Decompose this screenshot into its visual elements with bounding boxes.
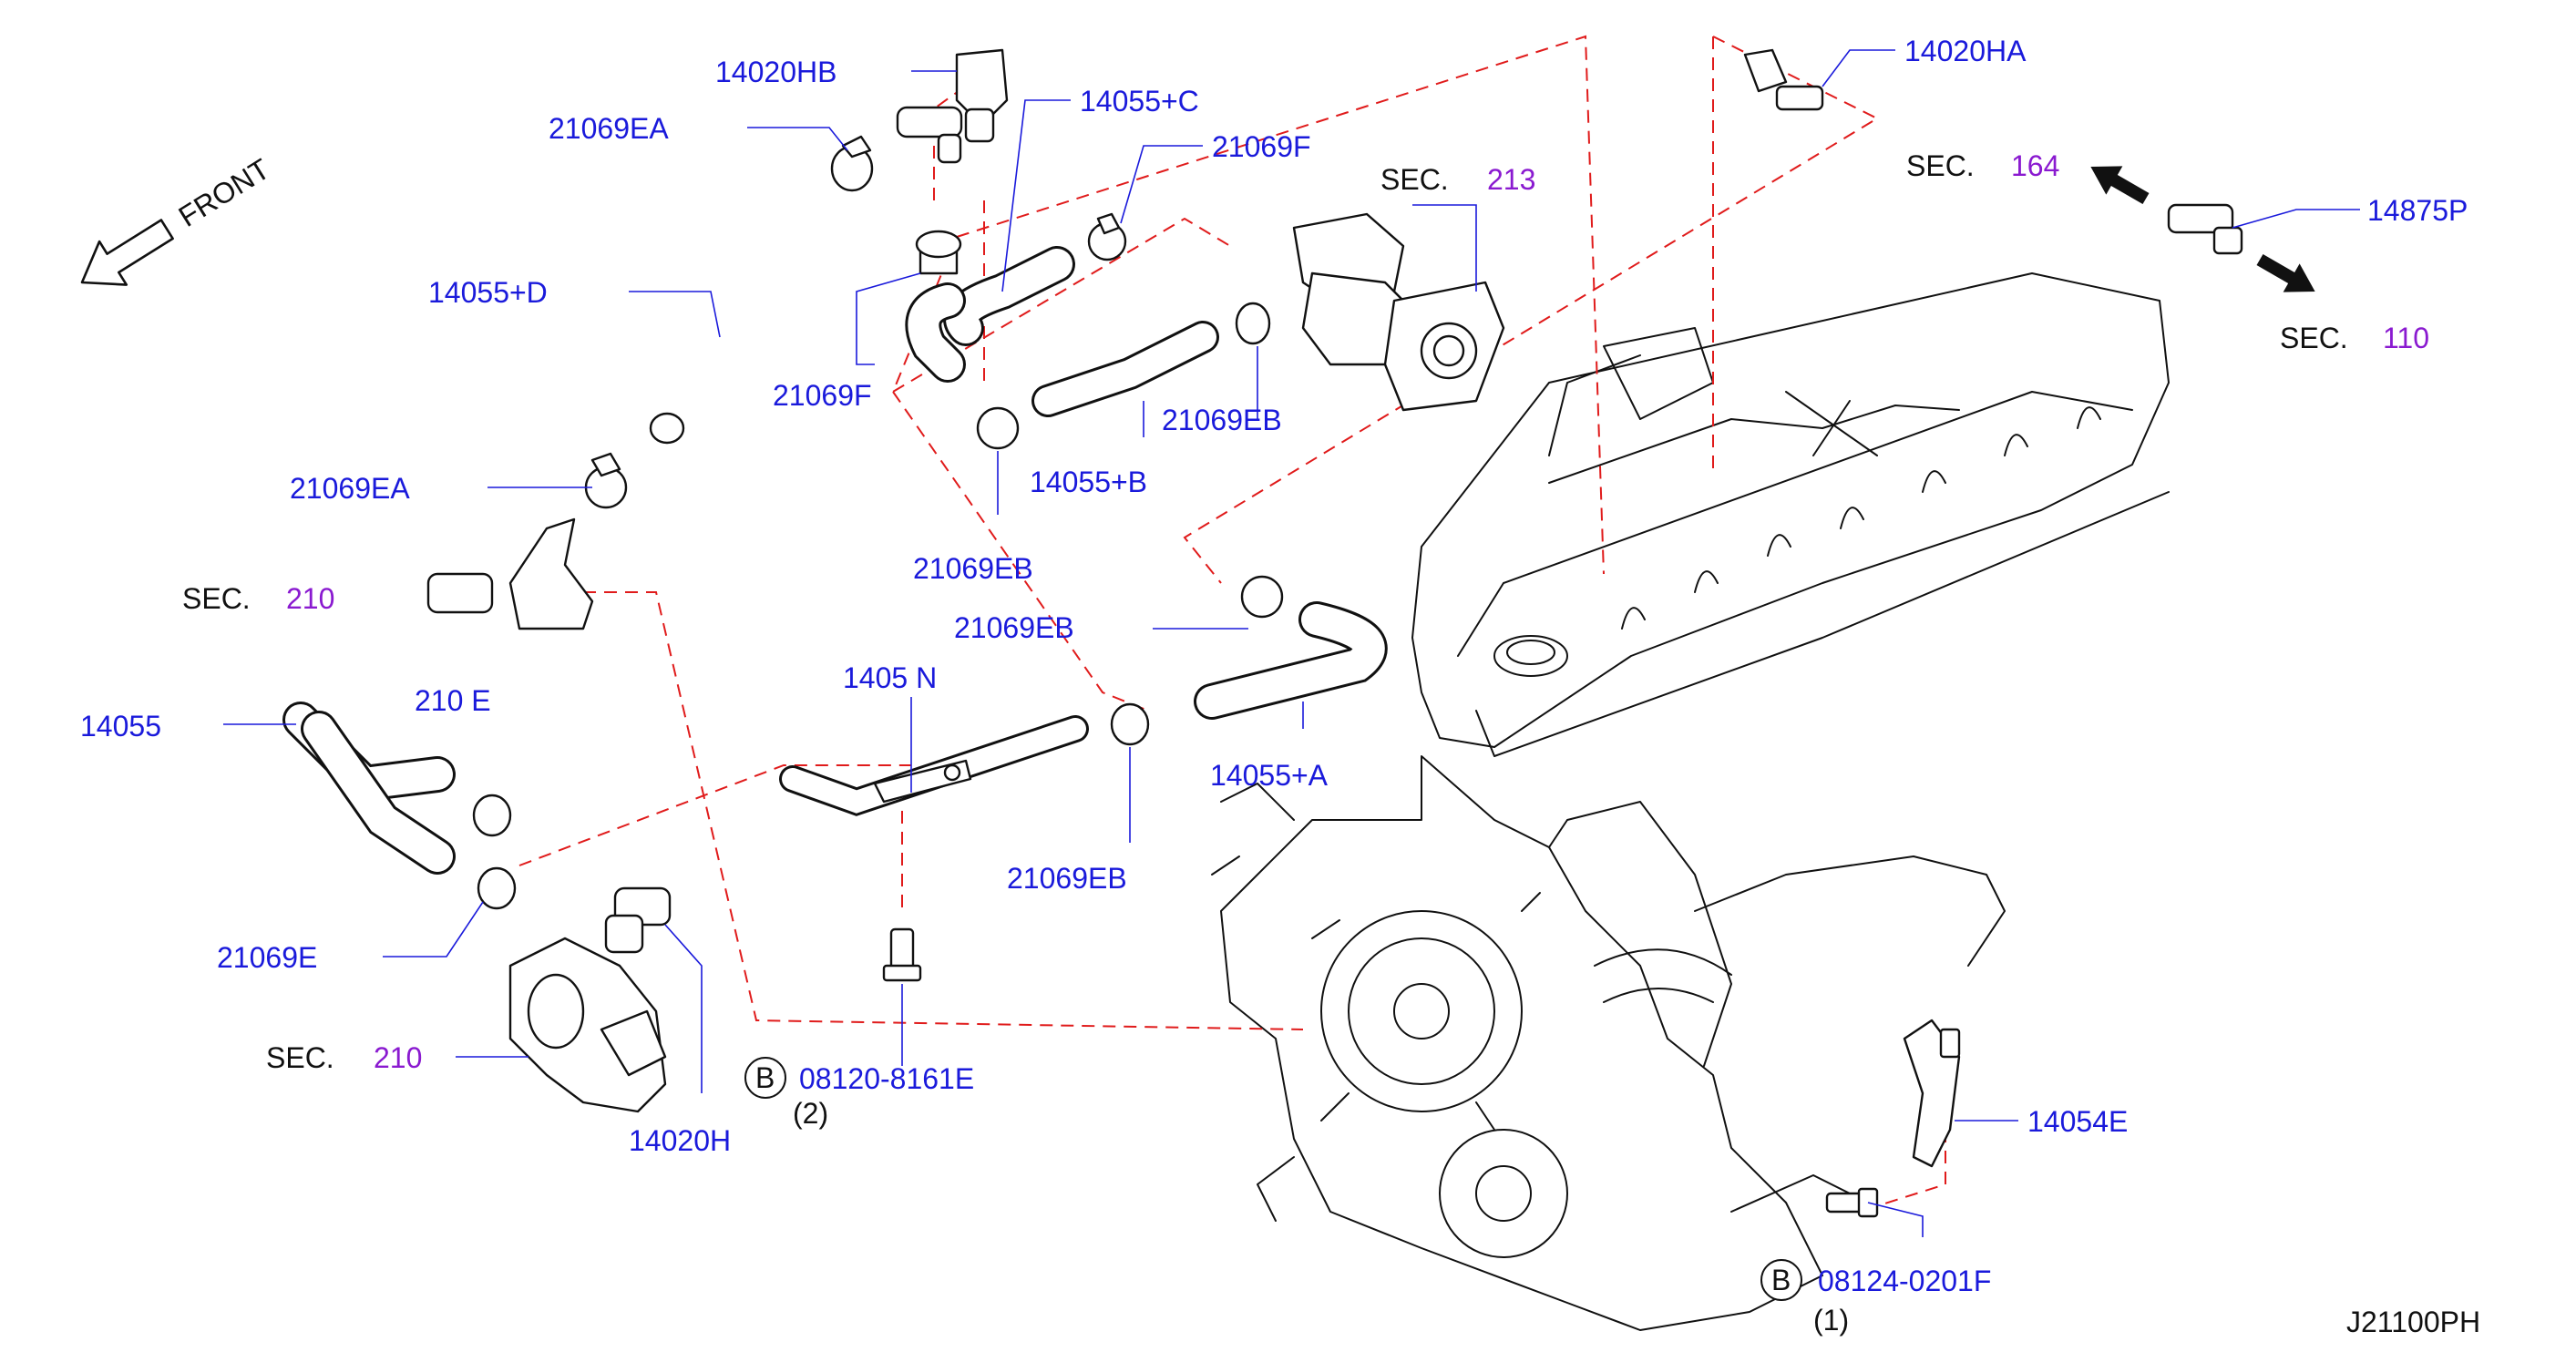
label-21069F-top[interactable]: 21069F: [1212, 130, 1311, 163]
clamp-21069F-mid: [915, 230, 962, 275]
arrow-to-sec164-icon: [2090, 166, 2150, 205]
engine-assembly: [1211, 272, 2170, 1331]
label-14055A[interactable]: 14055+A: [1210, 759, 1329, 792]
label-14055D[interactable]: 14055+D: [428, 276, 548, 309]
label-210E-partial[interactable]: 210 E: [415, 684, 491, 717]
label-1405N[interactable]: 1405 N: [843, 661, 937, 694]
hose-14055D: [648, 192, 819, 446]
label-14020HA[interactable]: 14020HA: [1904, 35, 2027, 67]
sec-213-word: SEC.: [1380, 163, 1449, 196]
housing-sec210-bottom: [508, 937, 667, 1113]
label-21069F-mid[interactable]: 21069F: [773, 379, 872, 412]
sensor-14020HA: [1743, 48, 1824, 111]
sec-210-top-word: SEC.: [182, 582, 251, 615]
label-21069EB-a[interactable]: 21069EB: [1162, 404, 1282, 436]
hose-14055C: [905, 246, 1075, 383]
sec-164-word: SEC.: [1906, 149, 1975, 182]
arrow-to-sec110-icon: [2256, 253, 2315, 292]
fitting-sec210-top: [426, 517, 594, 630]
bolt-badge-2: B: [1771, 1264, 1791, 1296]
label-14055B[interactable]: 14055+B: [1030, 466, 1147, 498]
clamp-21069EA-top: [830, 135, 874, 192]
label-14055[interactable]: 14055: [80, 710, 161, 743]
hose-14055B: [1031, 321, 1219, 417]
label-14055C[interactable]: 14055+C: [1080, 85, 1199, 118]
sec-210-top-number[interactable]: 210: [286, 582, 334, 615]
clamp-21069E: [472, 794, 517, 910]
clamp-21069EB-a: [1235, 302, 1271, 345]
bolt-08120: [882, 927, 922, 982]
label-14020HB[interactable]: 14020HB: [715, 56, 836, 88]
clamp-21069F-top: [1087, 212, 1127, 261]
label-21069EB-b[interactable]: 21069EB: [913, 552, 1033, 585]
clamp-21069EB-b: [976, 406, 1020, 450]
sec-110-number[interactable]: 110: [2383, 322, 2429, 354]
sec-210-bottom-number[interactable]: 210: [374, 1041, 422, 1074]
clamp-21069EB-d: [1110, 702, 1150, 746]
clamp-21069EB-c: [1240, 575, 1284, 619]
valve-14875P: [2167, 203, 2243, 255]
label-21069E[interactable]: 21069E: [217, 941, 317, 974]
bolt-badge-1: B: [755, 1061, 775, 1094]
sec-213-number[interactable]: 213: [1487, 163, 1535, 196]
pipe-14055N: [779, 715, 1089, 816]
front-arrow-icon: [80, 219, 174, 286]
front-label: FRONT: [173, 152, 276, 233]
label-bolt1-qty: (2): [793, 1097, 828, 1130]
label-21069EB-c[interactable]: 21069EB: [954, 611, 1074, 644]
label-14875P[interactable]: 14875P: [2367, 194, 2468, 227]
bolt-badge-circle-1: [744, 1057, 786, 1099]
label-14020H[interactable]: 14020H: [629, 1124, 731, 1157]
hose-14055-left: [282, 702, 456, 875]
clamp-21069EA-mid: [584, 452, 628, 509]
label-08124-0201F[interactable]: 08124-0201F: [1818, 1265, 1991, 1297]
bolt-badge-circle-2: [1760, 1259, 1802, 1301]
label-21069EA-mid[interactable]: 21069EA: [290, 472, 410, 505]
label-bolt2-qty: (1): [1813, 1304, 1849, 1337]
sensor-14020H: [604, 886, 672, 954]
label-21069EA-top[interactable]: 21069EA: [549, 112, 669, 145]
hose-14055A: [1194, 601, 1388, 720]
label-08120-8161E[interactable]: 08120-8161E: [799, 1062, 974, 1095]
label-21069EB-d[interactable]: 21069EB: [1007, 862, 1127, 895]
bracket-14054E: [1903, 1019, 1961, 1168]
sec-164-number[interactable]: 164: [2011, 149, 2059, 182]
label-14054E[interactable]: 14054E: [2027, 1105, 2128, 1138]
part-14020HB-valve: [896, 48, 1009, 164]
assembly-lines: [518, 35, 1946, 1213]
sec-210-bottom-word: SEC.: [266, 1041, 334, 1074]
leader-lines: [223, 49, 2360, 1237]
diagram-code: J21100PH: [2346, 1306, 2480, 1338]
sec-110-word: SEC.: [2280, 322, 2348, 354]
throttle-body-sec213: [1292, 212, 1505, 412]
